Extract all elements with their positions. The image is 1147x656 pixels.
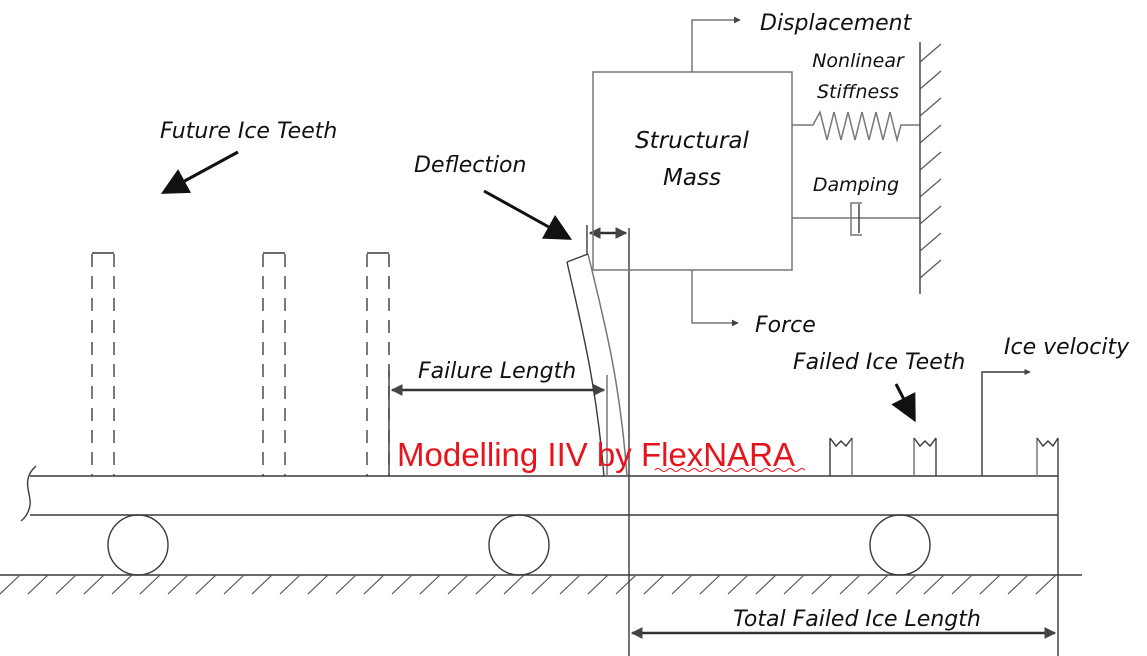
- ground-hatch-line: [867, 574, 889, 595]
- wall-hatch-line: [919, 124, 942, 144]
- ground-hatch-line: [811, 574, 833, 595]
- ground-hatch-line: [307, 574, 329, 595]
- ice-break-curve: [20, 465, 37, 522]
- ground-hatch-line: [923, 574, 945, 595]
- future-tooth: [91, 252, 115, 476]
- future-ice-teeth-label: Future Ice Teeth: [160, 119, 337, 144]
- spellcheck-underline: [654, 468, 806, 472]
- ground-hatch-line: [139, 574, 161, 595]
- mass-label: Mass: [663, 165, 721, 191]
- roller: [488, 514, 550, 576]
- failure-length-dimension: [388, 370, 608, 476]
- failure-length-label: Failure Length: [418, 359, 576, 384]
- failed-tooth: [913, 437, 937, 476]
- damper: [792, 202, 920, 236]
- force-arrow: [691, 270, 739, 327]
- failed-ice-teeth: [829, 437, 1059, 476]
- deflection-dimension: [586, 225, 630, 656]
- future-tooth: [262, 252, 286, 476]
- deflection-pointer-arrow: [483, 189, 573, 240]
- watermark-title: Modelling IIV by FlexNARA: [397, 436, 795, 473]
- ground-hatch-line: [531, 574, 553, 595]
- ground-hatch-line: [55, 574, 77, 595]
- failed-ice-teeth-label: Failed Ice Teeth: [793, 350, 965, 375]
- roller: [107, 514, 169, 576]
- ground-hatch-line: [699, 574, 721, 595]
- wall-hatch-line: [919, 151, 942, 171]
- ground-hatch-line: [279, 574, 301, 595]
- ice-sheet: [20, 465, 1059, 522]
- ground-hatch-line: [839, 574, 861, 595]
- ground-hatch-line: [335, 574, 357, 595]
- ground-hatch-line: [195, 574, 217, 595]
- ground-hatch-line: [391, 574, 413, 595]
- ground-hatch-line: [1035, 574, 1057, 595]
- ground-hatch-line: [83, 574, 105, 595]
- failed-tooth: [1036, 437, 1059, 476]
- wall-hatch-line: [919, 43, 942, 63]
- deflection-label: Deflection: [414, 153, 526, 178]
- nonlinear-spring: [792, 109, 920, 143]
- total-failed-length-dimension: [630, 515, 1059, 656]
- ground-hatch-line: [251, 574, 273, 595]
- ground-hatch-line: [895, 574, 917, 595]
- ground-hatch-line: [979, 574, 1001, 595]
- ground-hatch-line: [223, 574, 245, 595]
- ground-hatch-line: [587, 574, 609, 595]
- ground-hatch-line: [755, 574, 777, 595]
- failed-teeth-pointer-arrow: [891, 383, 916, 423]
- damping-label: Damping: [813, 174, 899, 196]
- ground-hatch-line: [475, 574, 497, 595]
- ground: [0, 574, 1082, 595]
- deflecting-ice-tooth: [566, 253, 628, 477]
- ground-hatch-line: [167, 574, 189, 595]
- ice-velocity-label: Ice velocity: [1004, 335, 1130, 360]
- ground-hatch-line: [559, 574, 581, 595]
- ground-hatch-line: [783, 574, 805, 595]
- ground-hatch-line: [671, 574, 693, 595]
- ground-hatch-line: [419, 574, 441, 595]
- displacement-arrow: [691, 16, 741, 72]
- ground-hatch-line: [643, 574, 665, 595]
- future-teeth-pointer-arrow: [160, 150, 239, 194]
- fixed-wall: [919, 42, 942, 294]
- future-tooth: [366, 252, 390, 476]
- wall-hatch-line: [919, 178, 942, 198]
- roller: [869, 514, 931, 576]
- wall-hatch-line: [919, 97, 942, 117]
- force-label: Force: [755, 313, 816, 338]
- wall-hatch-line: [919, 205, 942, 225]
- ground-hatch-line: [951, 574, 973, 595]
- ground-hatch: [0, 574, 1057, 595]
- ground-hatch-line: [111, 574, 133, 595]
- ground-hatch-line: [447, 574, 469, 595]
- ground-hatch-line: [363, 574, 385, 595]
- failed-tooth: [829, 437, 853, 476]
- ground-hatch-line: [615, 574, 637, 595]
- displacement-label: Displacement: [760, 11, 913, 36]
- ground-hatch-line: [27, 574, 49, 595]
- future-ice-teeth: [91, 252, 390, 476]
- stiffness-label: Stiffness: [817, 81, 899, 103]
- ground-hatch-line: [503, 574, 525, 595]
- nonlinear-label: Nonlinear: [812, 50, 905, 72]
- ground-hatch-line: [727, 574, 749, 595]
- ice-velocity-arrow: [981, 368, 1031, 476]
- ground-hatch-line: [1007, 574, 1029, 595]
- rollers: [107, 514, 931, 576]
- wall-hatch-line: [919, 232, 942, 252]
- structural-label: Structural: [635, 128, 749, 154]
- wall-hatch-line: [919, 70, 942, 90]
- ground-hatch-line: [0, 574, 21, 595]
- wall-hatch-line: [919, 259, 942, 279]
- total-failed-ice-length-label: Total Failed Ice Length: [733, 607, 981, 632]
